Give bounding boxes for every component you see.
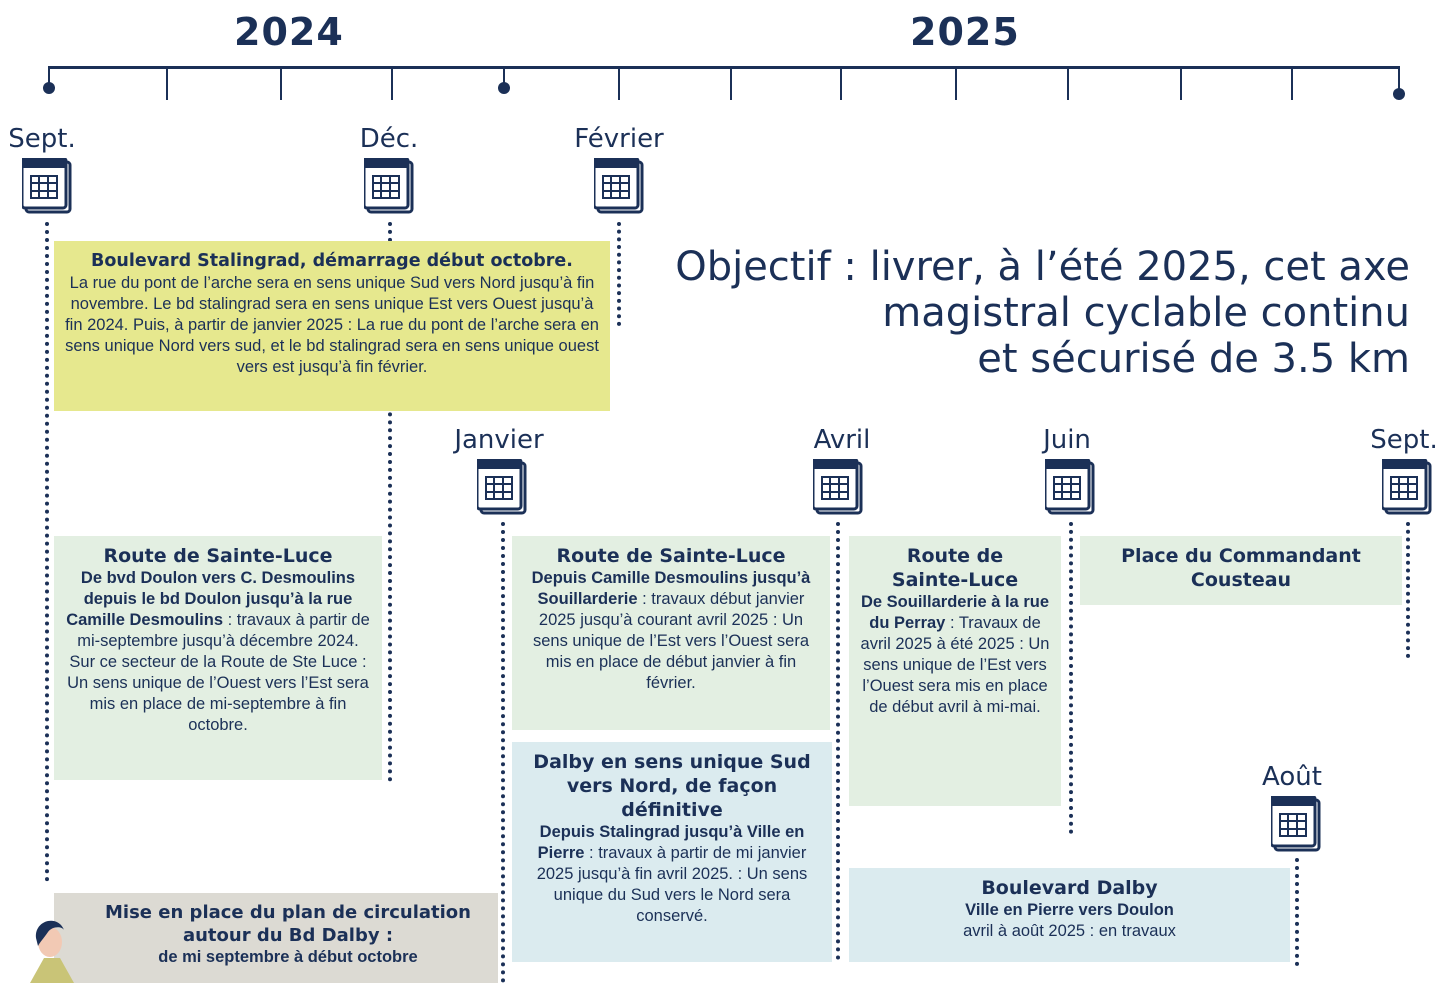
objectif-line: et sécurisé de 3.5 km [977, 336, 1410, 382]
timeline-connector [617, 222, 621, 326]
card-body: La rue du pont de l’arche sera en sens u… [65, 274, 599, 376]
axis-tick [166, 66, 168, 100]
calendar-icon [813, 459, 863, 515]
timeline-connector [501, 522, 505, 983]
axis-dot [43, 82, 55, 94]
timeline-connector [388, 222, 392, 782]
axis-tick [391, 66, 393, 100]
card-title: Boulevard Stalingrad, démarrage début oc… [91, 251, 573, 271]
card-sainte-luce-1: Route de Sainte-Luce De bvd Doulon vers … [54, 536, 382, 780]
year-2025: 2025 [910, 10, 1020, 54]
calendar-icon [477, 459, 527, 515]
card-body: : travaux à partir de mi janvier 2025 ju… [536, 844, 808, 925]
month-label-sept-2024: Sept. [8, 124, 76, 154]
timeline-connector [1069, 522, 1073, 834]
card-cousteau: Place du Commandant Cousteau [1080, 536, 1402, 605]
person-icon [30, 920, 74, 983]
card-title: Dalby en sens unique Sud vers Nord, de f… [533, 751, 811, 821]
calendar-icon [1045, 459, 1095, 515]
card-title: Route de [906, 545, 1004, 567]
card-subtitle: De bvd Doulon vers C. Desmoulins depuis … [66, 569, 356, 629]
card-body: : travaux début janvier 2025 jusqu’à cou… [532, 590, 810, 692]
year-2024: 2024 [234, 10, 344, 54]
card-sainte-luce-3: Route de Sainte-Luce De Souillarderie à … [849, 536, 1061, 806]
month-label-aout: Août [1262, 762, 1322, 792]
card-title: Boulevard Dalby [981, 877, 1158, 899]
card-subtitle: Ville en Pierre vers Doulon [965, 901, 1174, 919]
card-sainte-luce-2: Route de Sainte-Luce Depuis Camille Desm… [512, 536, 830, 730]
timeline-connector [1295, 858, 1299, 966]
card-title: Route de Sainte-Luce [103, 545, 333, 567]
month-label-sept-2025: Sept. [1370, 425, 1438, 455]
axis-tick [618, 66, 620, 100]
axis-tick [1067, 66, 1069, 100]
calendar-icon [364, 158, 414, 214]
card-subtitle: Depuis Stalingrad jusqu’à Ville en Pierr… [537, 823, 805, 862]
axis-dot [498, 82, 510, 94]
axis-tick [955, 66, 957, 100]
objectif-line: Objectif : livrer, à l’été 2025, cet axe [675, 244, 1410, 290]
card-dalby-sens-unique: Dalby en sens unique Sud vers Nord, de f… [512, 742, 832, 962]
axis-tick [730, 66, 732, 100]
timeline-axis [48, 66, 1400, 69]
month-label-juin: Juin [1043, 425, 1091, 455]
axis-tick [1291, 66, 1293, 100]
axis-tick [503, 66, 505, 90]
card-body: : Travaux de avril 2025 à été 2025 : Un … [860, 614, 1050, 716]
axis-dot [1393, 88, 1405, 100]
card-title: Mise en place du plan de circulation aut… [105, 902, 471, 946]
card-title: Route de Sainte-Luce [556, 545, 786, 567]
card-body: avril à août 2025 : en travaux [963, 922, 1176, 940]
calendar-icon [1271, 796, 1321, 852]
axis-tick [840, 66, 842, 100]
card-subtitle: Depuis Camille Desmoulins jusqu’à Souill… [531, 569, 811, 608]
objectif-statement: Objectif : livrer, à l’été 2025, cet axe… [650, 244, 1410, 382]
timeline-connector [45, 222, 49, 882]
card-boulevard-dalby: Boulevard Dalby Ville en Pierre vers Dou… [849, 868, 1290, 962]
card-title: Sainte-Luce [891, 569, 1019, 591]
month-label-janvier: Janvier [454, 425, 544, 455]
card-stalingrad: Boulevard Stalingrad, démarrage début oc… [54, 241, 610, 411]
card-plan-circulation: Mise en place du plan de circulation aut… [54, 893, 498, 983]
card-subtitle: De Souillarderie à la rue du Perray [861, 593, 1049, 632]
calendar-icon [22, 158, 72, 214]
axis-tick [1180, 66, 1182, 100]
axis-tick [48, 66, 50, 90]
axis-tick [280, 66, 282, 100]
card-body: : travaux à partir de mi-septembre jusqu… [67, 611, 370, 734]
timeline-connector [1406, 522, 1410, 658]
month-label-dec: Déc. [359, 124, 419, 154]
axis-tick [1398, 66, 1400, 90]
calendar-icon [1382, 459, 1432, 515]
month-label-fevrier: Février [574, 124, 664, 154]
month-label-avril: Avril [813, 425, 871, 455]
timeline-connector [836, 522, 840, 960]
objectif-line: magistral cyclable continu [882, 290, 1410, 336]
card-subtitle: de mi septembre à début octobre [158, 948, 418, 966]
card-title: Place du Commandant Cousteau [1121, 545, 1361, 591]
calendar-icon [594, 158, 644, 214]
